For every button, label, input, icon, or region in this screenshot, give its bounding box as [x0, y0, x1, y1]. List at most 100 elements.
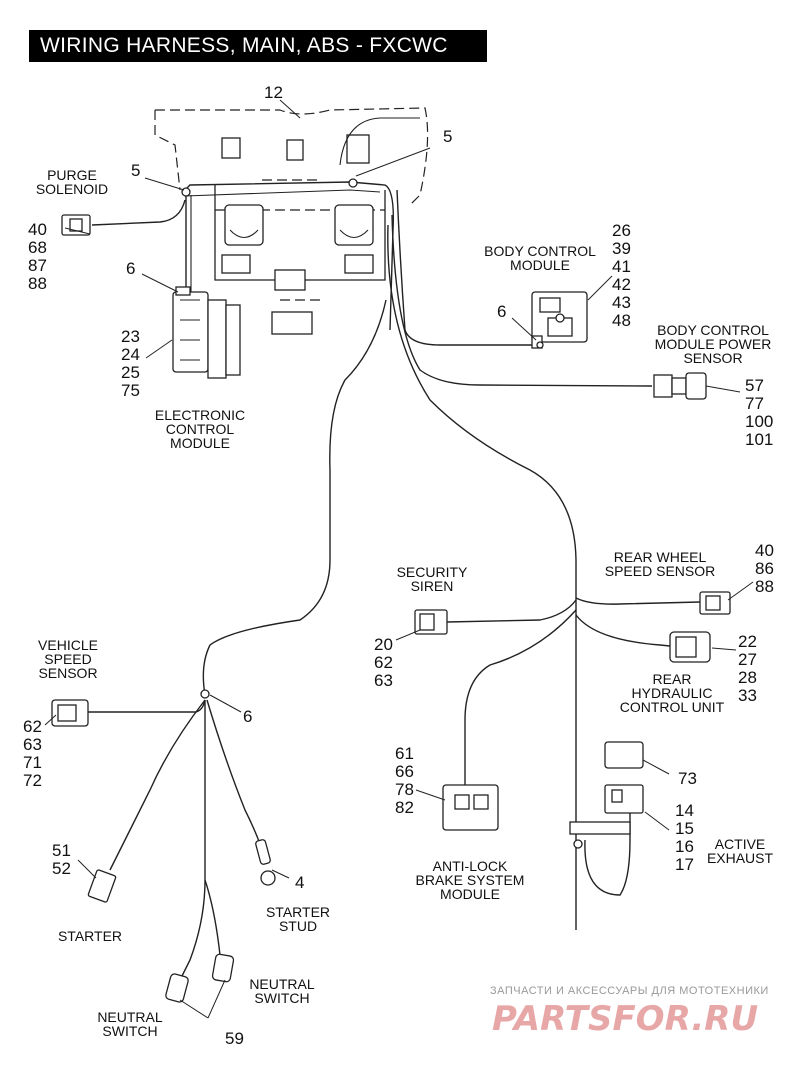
callout-rhcu-4: 33: [738, 686, 757, 705]
callout-12: 12: [264, 83, 283, 102]
label-security-siren: SECURITY SIREN: [397, 564, 468, 594]
label-line: NEUTRAL: [97, 1009, 163, 1025]
label-line: VEHICLE: [38, 637, 98, 653]
label-line: CONTROL: [166, 421, 235, 437]
starter-connector: [87, 869, 117, 903]
callout-bcms-2: 77: [745, 394, 764, 413]
watermark: ЗАПЧАСТИ И АКСЕССУАРЫ ДЛЯ МОТОТЕХНИКИ PA…: [490, 985, 768, 1039]
starter-stud-terminal: [255, 839, 276, 886]
label-active-exhaust: ACTIVE EXHAUST: [707, 836, 774, 866]
security-siren-connector: [414, 609, 448, 635]
callout-vss-1: 62: [23, 717, 42, 736]
callout-starter-1: 51: [52, 841, 71, 860]
callout-abs-1: 61: [395, 744, 414, 763]
label-vehicle-speed-sensor: VEHICLE SPEED SENSOR: [38, 637, 98, 681]
callout-59: 59: [225, 1029, 244, 1048]
callout-starter-2: 52: [52, 859, 71, 878]
leader-lines: [44, 99, 754, 1019]
title-bar: [29, 30, 487, 62]
callout-rhcu-1: 22: [738, 632, 757, 651]
label-line: PURGE: [47, 167, 97, 183]
label-line: STARTER: [266, 904, 330, 920]
callout-bcm-6: 48: [612, 311, 631, 330]
label-line: STUD: [279, 918, 317, 934]
neutral-switch-terminals: [165, 953, 235, 1003]
callout-73: 73: [678, 769, 697, 788]
callout-rhcu-3: 28: [738, 668, 757, 687]
label-bcm-power-sensor: BODY CONTROL MODULE POWER SENSOR: [655, 322, 772, 366]
callout-vss-2: 63: [23, 735, 42, 754]
label-neutral-switch-left: NEUTRAL SWITCH: [97, 1009, 163, 1039]
label-line: BODY CONTROL: [657, 322, 769, 338]
callout-5-left: 5: [131, 161, 140, 180]
callout-ecm-2: 24: [121, 345, 140, 364]
callout-numbers: 12 5 5 6 6 6 40 68 87 88 26 39 41 42 43 …: [23, 83, 774, 1048]
label-line: BRAKE SYSTEM: [416, 872, 525, 888]
callout-bcm-5: 43: [612, 293, 631, 312]
callout-5-top: 5: [443, 127, 452, 146]
callout-siren-3: 63: [374, 671, 393, 690]
label-line: ANTI-LOCK: [433, 858, 508, 874]
callout-purge-1: 40: [28, 220, 47, 239]
label-line: SOLENOID: [36, 181, 108, 197]
callout-siren-2: 62: [374, 653, 393, 672]
label-line: MODULE: [510, 257, 570, 273]
callout-vss-3: 71: [23, 753, 42, 772]
label-purge-solenoid: PURGE SOLENOID: [36, 167, 108, 197]
watermark-logo: PARTSFOR.RU: [492, 999, 758, 1039]
label-line: HYDRAULIC: [632, 685, 713, 701]
label-neutral-switch-right: NEUTRAL SWITCH: [249, 976, 315, 1006]
frame-bracket: [154, 107, 429, 335]
label-electronic-control-module: ELECTRONIC CONTROL MODULE: [155, 407, 245, 451]
callout-bcm-3: 41: [612, 257, 631, 276]
harness-wires: [88, 181, 701, 981]
callout-exh-1: 14: [675, 801, 694, 820]
callout-rws-2: 86: [755, 559, 774, 578]
bcm-power-sensor-connector: [653, 372, 707, 400]
rear-wheel-speed-sensor-connector: [699, 591, 731, 615]
label-line: ACTIVE: [715, 836, 766, 852]
label-line: ELECTRONIC: [155, 407, 245, 423]
callout-bcm-1: 26: [612, 221, 631, 240]
callout-abs-2: 66: [395, 762, 414, 781]
callout-exh-4: 17: [675, 855, 694, 874]
callout-siren-1: 20: [374, 635, 393, 654]
callout-6-bcm: 6: [497, 302, 506, 321]
callout-purge-4: 88: [28, 274, 47, 293]
label-line: STARTER: [58, 928, 122, 944]
callout-vss-4: 72: [23, 771, 42, 790]
label-line: CONTROL UNIT: [620, 699, 725, 715]
label-line: REAR: [653, 671, 692, 687]
label-line: SENSOR: [38, 665, 97, 681]
callout-ecm-3: 25: [121, 363, 140, 382]
label-line: REAR WHEEL: [614, 549, 707, 565]
label-starter-stud: STARTER STUD: [266, 904, 330, 934]
callout-ecm-1: 23: [121, 327, 140, 346]
label-line: MODULE: [440, 886, 500, 902]
label-line: SPEED: [44, 651, 91, 667]
label-body-control-module: BODY CONTROL MODULE: [484, 243, 596, 273]
body-control-module: [531, 291, 588, 349]
label-line: MODULE POWER: [655, 336, 772, 352]
label-line: SWITCH: [254, 990, 309, 1006]
callout-purge-2: 68: [28, 238, 47, 257]
diagram-title: WIRING HARNESS, MAIN, ABS - FXCWC: [40, 34, 448, 57]
callout-6-lower: 6: [243, 707, 252, 726]
callout-ecm-4: 75: [121, 381, 140, 400]
callout-rws-1: 40: [755, 541, 774, 560]
callout-bcms-1: 57: [745, 376, 764, 395]
callout-bcms-4: 101: [745, 430, 773, 449]
electronic-control-module: [172, 286, 241, 379]
callout-bcm-4: 42: [612, 275, 631, 294]
vehicle-speed-sensor-connector: [51, 699, 89, 727]
label-starter: STARTER: [58, 928, 122, 944]
label-abs-module: ANTI-LOCK BRAKE SYSTEM MODULE: [416, 858, 525, 902]
callout-abs-3: 78: [395, 780, 414, 799]
callout-bcm-2: 39: [612, 239, 631, 258]
callout-exh-3: 16: [675, 837, 694, 856]
label-line: MODULE: [170, 435, 230, 451]
callout-6-ecm: 6: [126, 259, 135, 278]
callout-bcms-3: 100: [745, 412, 773, 431]
label-line: BODY CONTROL: [484, 243, 596, 259]
